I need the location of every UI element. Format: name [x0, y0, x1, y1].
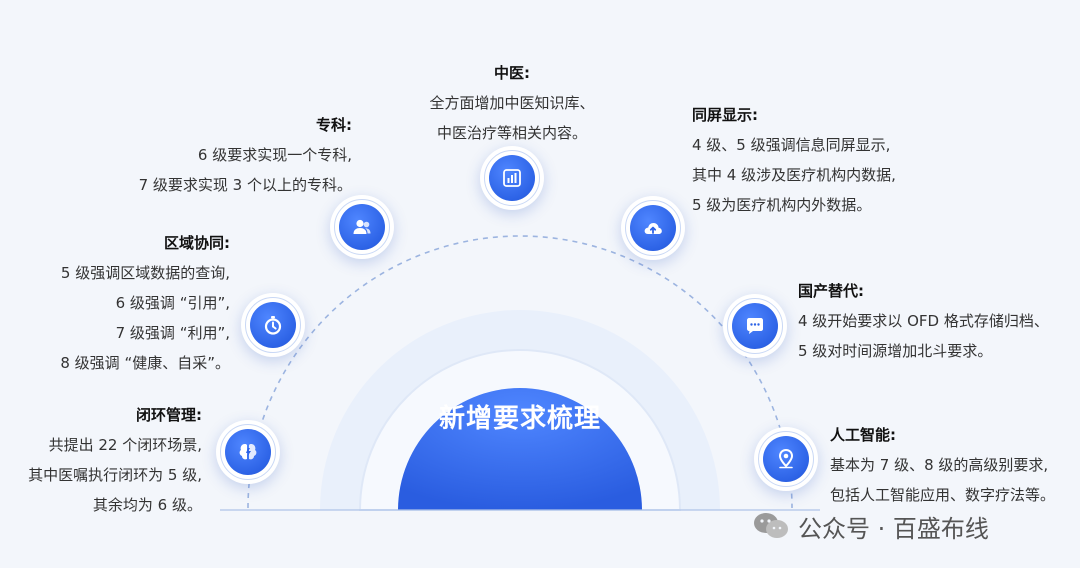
title-tcm: 中医:	[494, 64, 530, 82]
line-closed-loop-2: 其中医嘱执行闭环为 5 级,	[28, 466, 202, 484]
line-ai-1: 基本为 7 级、8 级的高级别要求,	[830, 456, 1049, 474]
node-same-screen	[621, 196, 685, 260]
line-same-screen-1: 4 级、5 级强调信息同屏显示,	[692, 136, 891, 154]
line-regional-3: 7 级强调 “利用”,	[115, 324, 230, 342]
wechat-icon	[754, 513, 788, 538]
block-tcm: 中医: 全方面增加中医知识库、 中医治疗等相关内容。	[380, 58, 644, 148]
title-closed-loop: 闭环管理:	[136, 406, 202, 424]
bar-chart-icon	[503, 169, 521, 187]
center-hub	[398, 388, 642, 510]
line-ai-2: 包括人工智能应用、数字疗法等。	[830, 486, 1056, 504]
block-regional: 区域协同: 5 级强调区域数据的查询, 6 级强调 “引用”, 7 级强调 “利…	[60, 228, 230, 378]
block-closed-loop: 闭环管理: 共提出 22 个闭环场景, 其中医嘱执行闭环为 5 级, 其余均为 …	[28, 400, 202, 520]
node-regional	[241, 293, 305, 357]
line-same-screen-2: 其中 4 级涉及医疗机构内数据,	[692, 166, 896, 184]
line-domestic-2: 5 级对时间源增加北斗要求。	[798, 342, 993, 360]
line-tcm-2: 中医治疗等相关内容。	[436, 124, 587, 142]
watermark-text: 公众号 · 百盛布线	[798, 514, 989, 543]
node-specialty	[330, 195, 394, 259]
line-regional-4: 8 级强调 “健康、自采”。	[60, 354, 230, 372]
watermark: 公众号 · 百盛布线	[752, 506, 989, 546]
dashed-arc	[247, 235, 793, 509]
line-regional-2: 6 级强调 “引用”,	[115, 294, 230, 312]
block-domestic: 国产替代: 4 级开始要求以 OFD 格式存储归档、 5 级对时间源增加北斗要求…	[798, 276, 1049, 366]
line-tcm-1: 全方面增加中医知识库、	[429, 94, 595, 112]
stopwatch-icon	[264, 316, 282, 335]
line-specialty-1: 6 级要求实现一个专科,	[197, 146, 352, 164]
line-regional-1: 5 级强调区域数据的查询,	[60, 264, 230, 282]
line-closed-loop-3: 其余均为 6 级。	[92, 496, 202, 514]
node-closed-loop	[216, 420, 280, 484]
block-same-screen: 同屏显示: 4 级、5 级强调信息同屏显示, 其中 4 级涉及医疗机构内数据, …	[692, 100, 896, 220]
line-specialty-2: 7 级要求实现 3 个以上的专科。	[138, 176, 352, 194]
line-same-screen-3: 5 级为医疗机构内外数据。	[692, 196, 872, 214]
node-tcm	[480, 146, 544, 210]
node-ai	[754, 427, 818, 491]
line-domestic-1: 4 级开始要求以 OFD 格式存储归档、	[798, 312, 1049, 330]
line-closed-loop-1: 共提出 22 个闭环场景,	[48, 436, 202, 454]
node-domestic	[723, 294, 787, 358]
location-pin-icon	[778, 448, 794, 469]
title-same-screen: 同屏显示:	[692, 106, 758, 124]
title-ai: 人工智能:	[830, 426, 896, 444]
title-regional: 区域协同:	[164, 234, 230, 252]
brain-icon	[239, 444, 257, 460]
users-icon	[353, 219, 371, 234]
chat-icon	[747, 318, 763, 334]
block-ai: 人工智能: 基本为 7 级、8 级的高级别要求, 包括人工智能应用、数字疗法等。	[830, 420, 1055, 510]
title-specialty: 专科:	[316, 116, 352, 134]
cloud-upload-icon	[644, 223, 662, 234]
center-label: 新增要求梳理	[438, 404, 601, 434]
title-domestic: 国产替代:	[798, 282, 864, 300]
block-specialty: 专科: 6 级要求实现一个专科, 7 级要求实现 3 个以上的专科。	[139, 110, 352, 200]
